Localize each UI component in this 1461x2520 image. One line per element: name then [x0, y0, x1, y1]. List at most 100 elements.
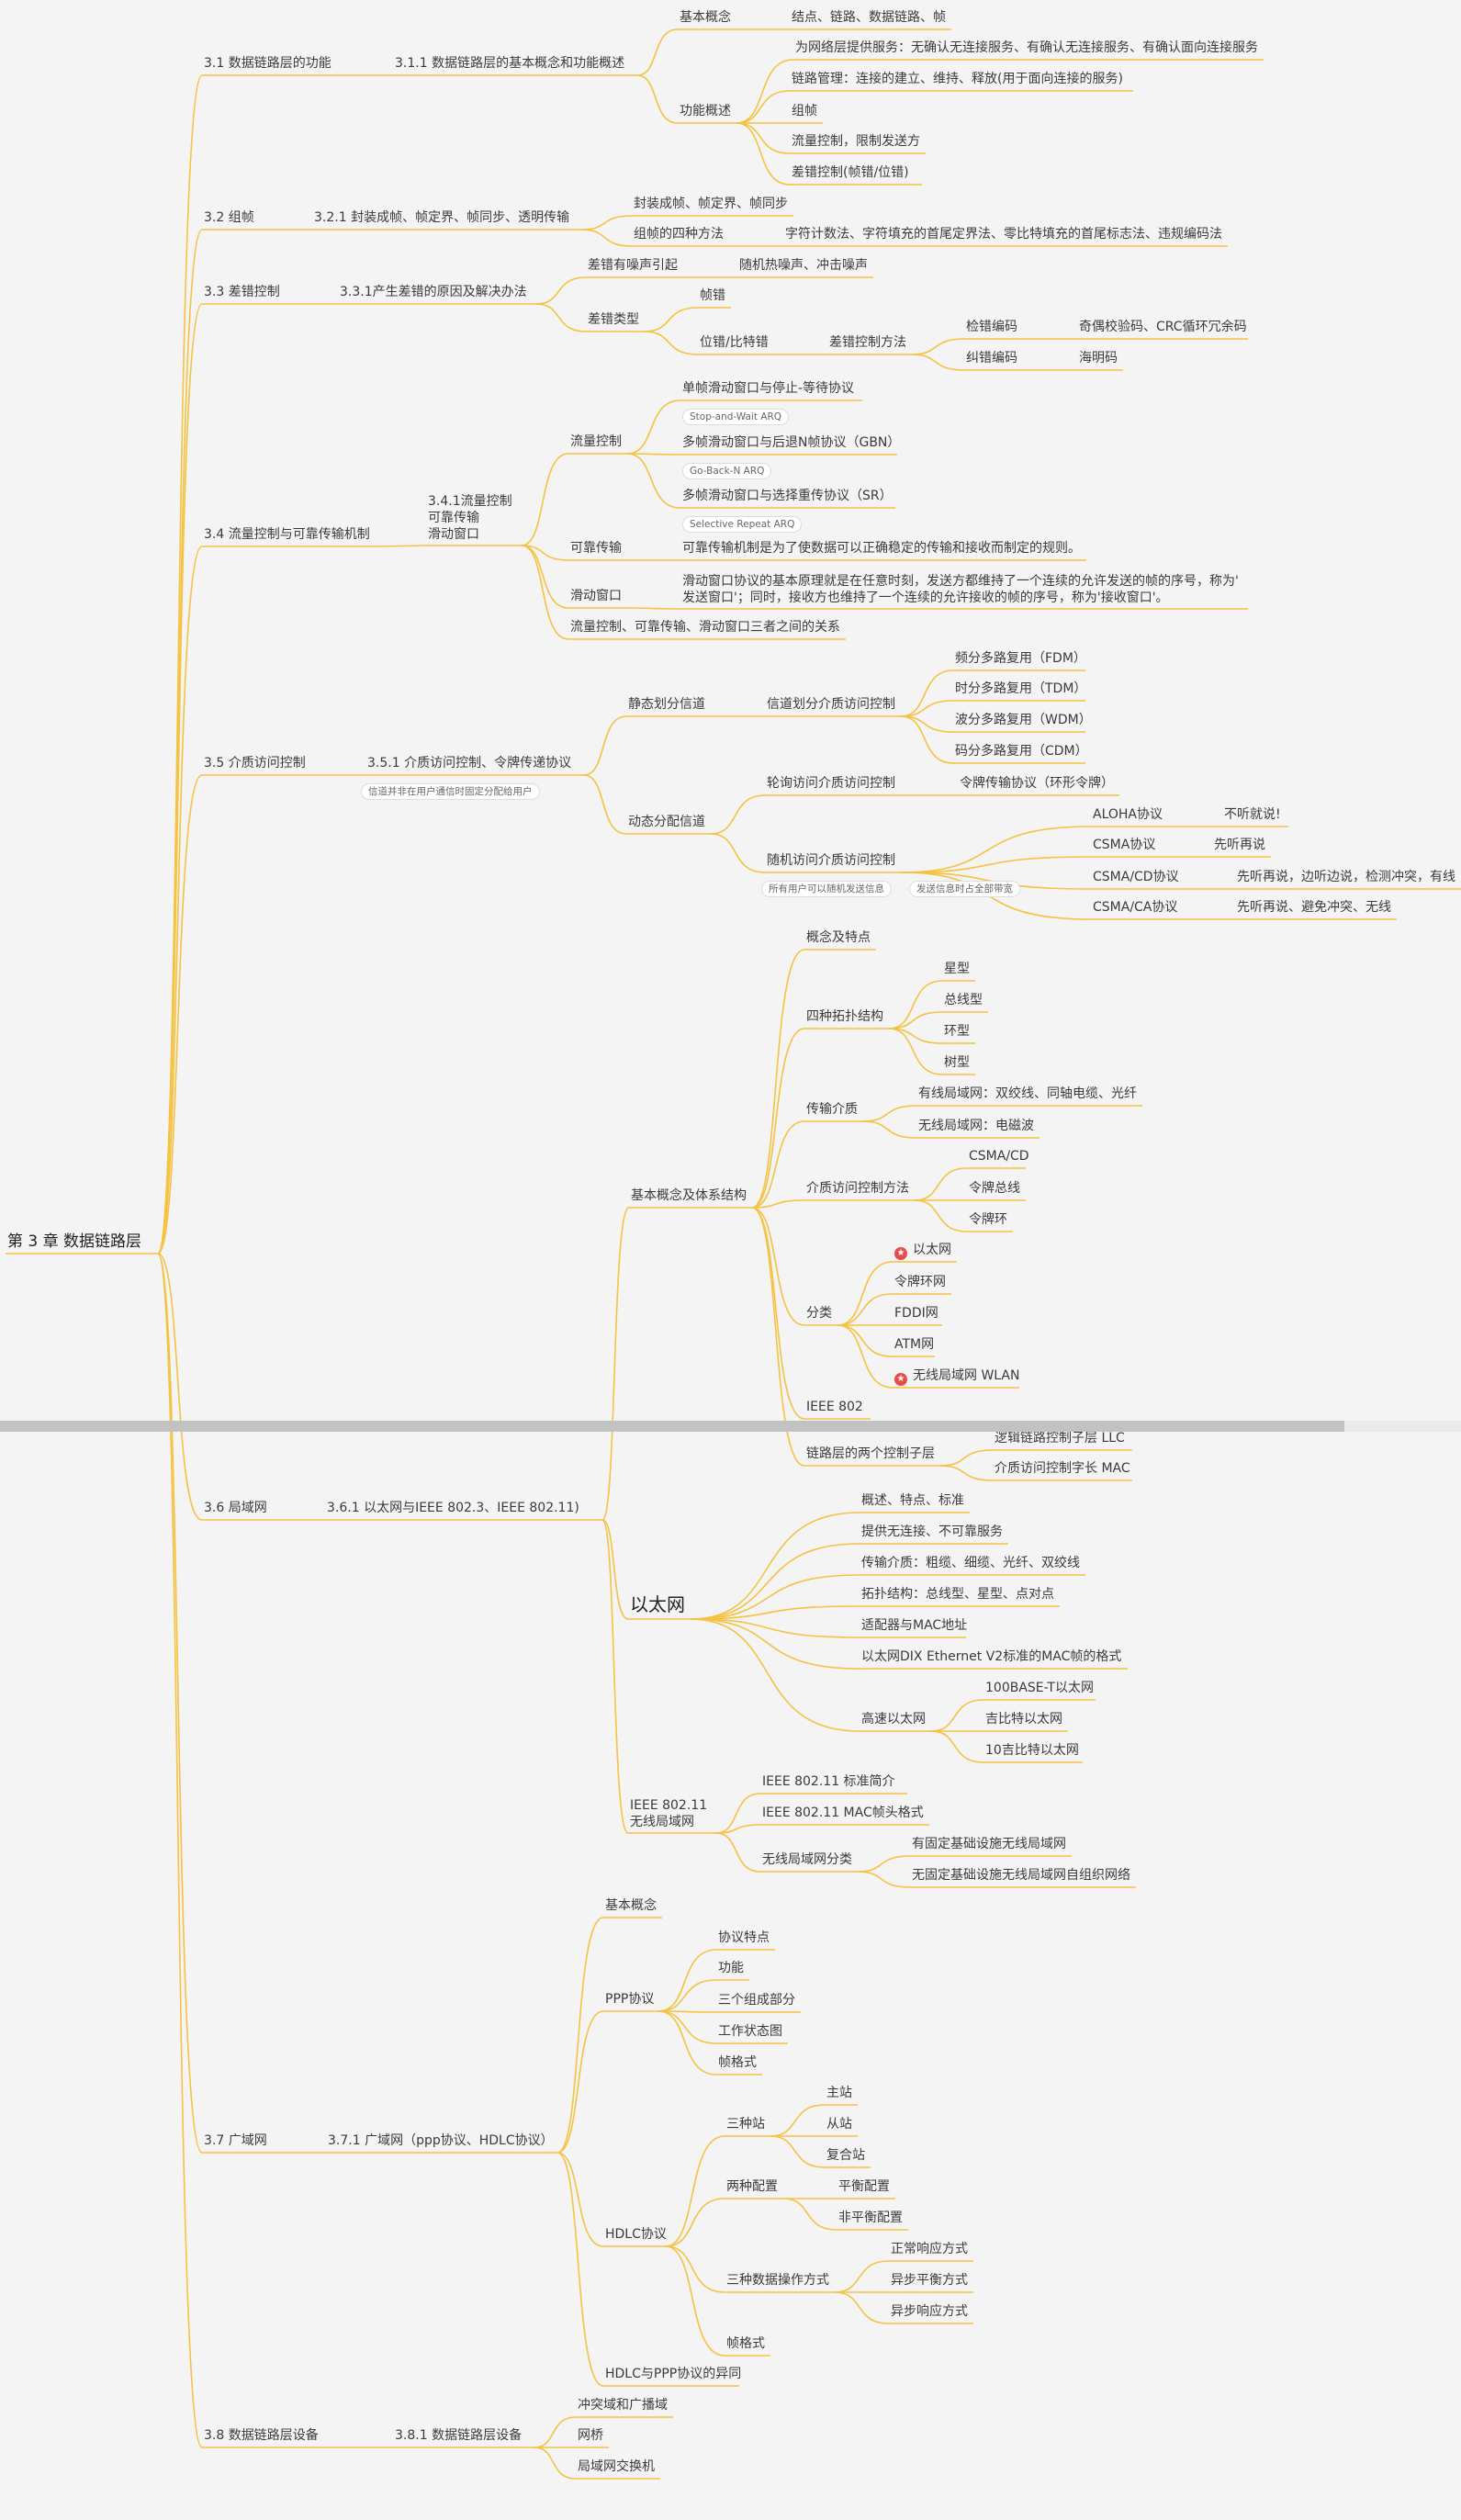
subtopic-node[interactable]: ALOHA协议: [1093, 806, 1163, 823]
topic-node[interactable]: 基本概念: [605, 1897, 657, 1914]
scrollbar-thumb[interactable]: [0, 1421, 1344, 1432]
subtopic-node[interactable]: IEEE 802.11 MAC帧头格式: [762, 1805, 924, 1821]
subtopic-node[interactable]: ATM网: [894, 1336, 934, 1353]
subtopic-node[interactable]: 差错控制方法: [829, 334, 906, 351]
topic-node[interactable]: HDLC与PPP协议的异同: [605, 2366, 741, 2382]
topic-node[interactable]: 网桥: [578, 2427, 603, 2444]
subtopic-node[interactable]: 纠错编码: [966, 350, 1017, 366]
topic-node[interactable]: 封装成帧、帧定界、帧同步: [634, 196, 788, 212]
topic-node[interactable]: HDLC协议: [605, 2226, 667, 2243]
subtopic-node[interactable]: IEEE 802.11 标准简介: [762, 1773, 895, 1790]
topic-node[interactable]: 3.2.1 封装成帧、帧定界、帧同步、透明传输: [314, 209, 569, 226]
subtopic-node[interactable]: 时分多路复用（TDM）: [955, 681, 1086, 697]
subtopic-node[interactable]: 帧格式: [726, 2335, 765, 2352]
subtopic-node[interactable]: 流量控制，限制发送方: [792, 133, 920, 150]
topic-node[interactable]: 3.4.1流量控制 可靠传输 滑动窗口: [428, 493, 512, 543]
topic-node[interactable]: 3.3.1产生差错的原因及解决办法: [340, 284, 527, 300]
subtopic-node[interactable]: 概述、特点、标准: [861, 1492, 964, 1509]
subtopic-node[interactable]: 位错/比特错: [700, 334, 769, 351]
subtopic-node[interactable]: 码分多路复用（CDM）: [955, 743, 1088, 759]
subtopic-node[interactable]: FDDI网: [894, 1305, 938, 1322]
topic-node[interactable]: 流量控制、可靠传输、滑动窗口三者之间的关系: [570, 619, 840, 636]
subtopic-node[interactable]: 海明码: [1079, 350, 1118, 366]
topic-node[interactable]: 组帧的四种方法: [634, 226, 724, 242]
subtopic-node[interactable]: ★以太网: [894, 1242, 951, 1260]
subtopic-node[interactable]: 100BASE-T以太网: [985, 1680, 1094, 1696]
subtopic-node[interactable]: 结点、链路、数据链路、帧: [792, 9, 946, 26]
subtopic-node[interactable]: 频分多路复用（FDM）: [955, 650, 1086, 667]
subtopic-node[interactable]: 介质访问控制方法: [806, 1180, 909, 1197]
subtopic-node[interactable]: 令牌总线: [969, 1180, 1020, 1197]
topic-node[interactable]: 3.8.1 数据链路层设备: [395, 2427, 522, 2444]
subtopic-node[interactable]: 三个组成部分: [718, 1992, 795, 2008]
topic-node[interactable]: 3.3 差错控制: [204, 284, 280, 300]
subtopic-node[interactable]: 多帧滑动窗口与选择重传协议（SR）: [682, 488, 893, 504]
topic-node[interactable]: 基本概念及体系结构: [631, 1187, 747, 1204]
subtopic-node[interactable]: 分类: [806, 1305, 832, 1322]
subtopic-node[interactable]: 工作状态图: [718, 2023, 782, 2040]
topic-node[interactable]: 滑动窗口: [570, 588, 622, 604]
subtopic-node[interactable]: 无固定基础设施无线局域网自组织网络: [912, 1867, 1130, 1884]
subtopic-node[interactable]: 平衡配置: [838, 2178, 890, 2195]
topic-node[interactable]: 冲突域和广播域: [578, 2397, 668, 2413]
subtopic-node[interactable]: 轮询访问介质访问控制: [767, 775, 895, 792]
topic-node[interactable]: 差错类型: [588, 311, 639, 328]
subtopic-node[interactable]: 两种配置: [726, 2178, 778, 2195]
topic-node[interactable]: 3.1 数据链路层的功能: [204, 55, 332, 72]
subtopic-node[interactable]: CSMA/CA协议: [1093, 899, 1177, 916]
topic-node[interactable]: 可靠传输: [570, 540, 622, 557]
topic-node[interactable]: 3.6.1 以太网与IEEE 802.3、IEEE 802.11): [327, 1500, 579, 1516]
topic-node[interactable]: 3.4 流量控制与可靠传输机制: [204, 526, 370, 543]
subtopic-node[interactable]: 检错编码: [966, 319, 1017, 335]
root-topic[interactable]: 第 3 章 数据链路层: [7, 1233, 141, 1250]
subtopic-node[interactable]: 拓扑结构：总线型、星型、点对点: [861, 1586, 1054, 1603]
subtopic-node[interactable]: 先听再说、避免冲突、无线: [1237, 899, 1391, 916]
topic-node[interactable]: 3.2 组帧: [204, 209, 254, 226]
topic-node[interactable]: 功能概述: [680, 103, 731, 119]
subtopic-node[interactable]: 介质访问控制字长 MAC: [995, 1460, 1130, 1477]
subtopic-node[interactable]: 树型: [944, 1054, 970, 1071]
topic-node[interactable]: 3.7 广域网: [204, 2132, 267, 2149]
topic-node[interactable]: 3.7.1 广域网（ppp协议、HDLC协议）: [328, 2132, 554, 2149]
subtopic-node[interactable]: 四种拓扑结构: [806, 1008, 883, 1025]
topic-node[interactable]: 流量控制: [570, 433, 622, 450]
subtopic-node[interactable]: 协议特点: [718, 1929, 770, 1946]
subtopic-node[interactable]: 先听再说，边听边说，检测冲突，有线: [1237, 869, 1455, 885]
subtopic-node[interactable]: 高速以太网: [861, 1711, 926, 1727]
subtopic-node[interactable]: 概念及特点: [806, 929, 871, 946]
subtopic-node[interactable]: 吉比特以太网: [985, 1711, 1062, 1727]
subtopic-node[interactable]: 非平衡配置: [838, 2210, 903, 2226]
subtopic-node[interactable]: CSMA协议: [1093, 837, 1155, 853]
topic-node[interactable]: 3.5.1 介质访问控制、令牌传递协议: [367, 755, 571, 771]
subtopic-node[interactable]: 逻辑链路控制子层 LLC: [995, 1430, 1125, 1446]
subtopic-node[interactable]: 功能: [718, 1960, 744, 1976]
subtopic-node[interactable]: ★无线局域网 WLAN: [894, 1367, 1019, 1386]
topic-node[interactable]: 3.5 介质访问控制: [204, 755, 306, 771]
subtopic-node[interactable]: 单帧滑动窗口与停止-等待协议: [682, 380, 854, 397]
subtopic-node[interactable]: 主站: [826, 2085, 852, 2101]
subtopic-node[interactable]: 差错控制(帧错/位错): [792, 164, 909, 181]
topic-node[interactable]: PPP协议: [605, 1991, 654, 2008]
topic-node[interactable]: 3.1.1 数据链路层的基本概念和功能概述: [395, 55, 624, 72]
subtopic-node[interactable]: 不听就说!: [1224, 806, 1281, 823]
subtopic-node[interactable]: 星型: [944, 961, 970, 977]
topic-node[interactable]: IEEE 802.11 无线局域网: [630, 1797, 707, 1830]
subtopic-node[interactable]: 链路层的两个控制子层: [806, 1446, 935, 1462]
subtopic-node[interactable]: 奇偶校验码、CRC循环冗余码: [1079, 319, 1247, 335]
subtopic-node[interactable]: 无线局域网：电磁波: [918, 1118, 1034, 1134]
subtopic-node[interactable]: 为网络层提供服务：无确认无连接服务、有确认无连接服务、有确认面向连接服务: [795, 39, 1258, 56]
subtopic-node[interactable]: 三种数据操作方式: [726, 2272, 829, 2289]
subtopic-node[interactable]: 先听再说: [1214, 837, 1265, 853]
subtopic-node[interactable]: 有线局域网：双绞线、同轴电缆、光纤: [918, 1086, 1137, 1102]
topic-node[interactable]: 基本概念: [680, 9, 731, 26]
subtopic-node[interactable]: IEEE 802: [806, 1399, 863, 1415]
subtopic-node[interactable]: 滑动窗口协议的基本原理就是在任意时刻，发送方都维持了一个连续的允许发送的帧的序号…: [682, 573, 1239, 606]
subtopic-node[interactable]: 复合站: [826, 2147, 865, 2164]
topic-node[interactable]: 局域网交换机: [578, 2458, 655, 2475]
subtopic-node[interactable]: 令牌传输协议（环形令牌）: [960, 775, 1114, 792]
subtopic-node[interactable]: 链路管理：连接的建立、维持、释放(用于面向连接的服务): [792, 71, 1123, 87]
horizontal-scrollbar[interactable]: [0, 1421, 1461, 1432]
subtopic-node[interactable]: 帧错: [700, 287, 725, 304]
subtopic-node[interactable]: 总线型: [944, 992, 983, 1008]
subtopic-node[interactable]: 传输介质: [806, 1101, 858, 1118]
